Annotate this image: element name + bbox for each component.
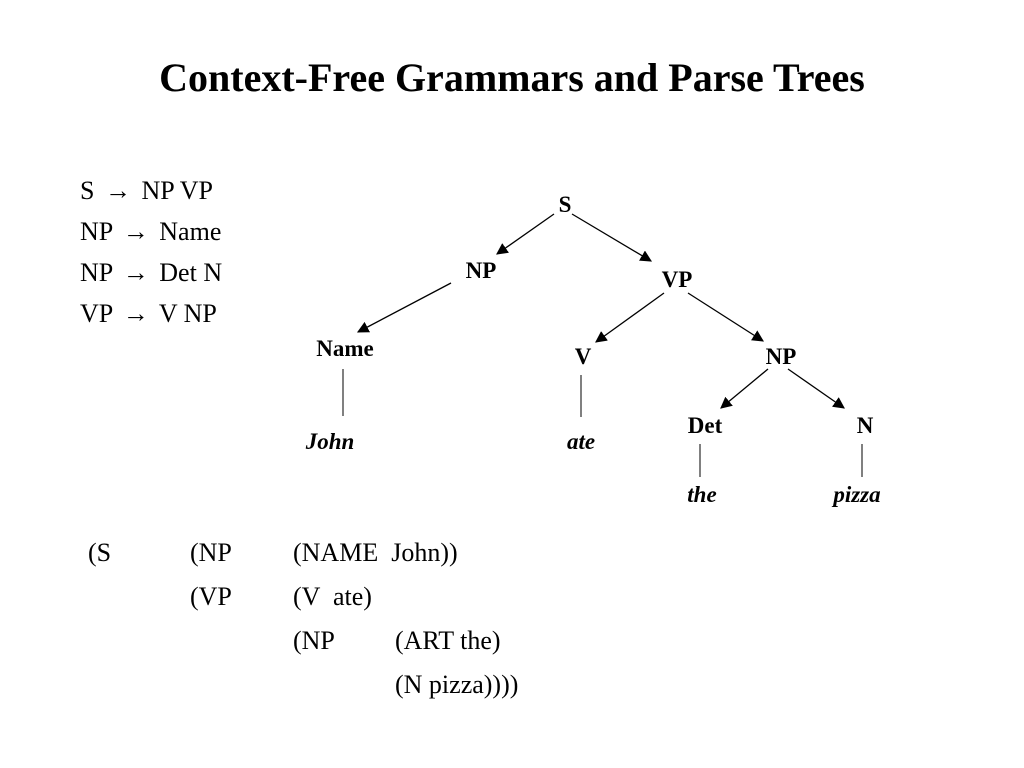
rule-line: S → NP VP xyxy=(80,170,222,211)
right-arrow-icon: → xyxy=(122,299,149,328)
tree-word-john: John xyxy=(305,429,355,454)
rule-lhs: VP xyxy=(80,299,113,328)
edge-np-n xyxy=(787,368,845,409)
rule-lhs: S xyxy=(80,176,95,205)
tree-node-vp: VP xyxy=(662,267,693,292)
edge-s-np xyxy=(496,213,555,255)
tree-node-n: N xyxy=(857,413,874,438)
tree-node-np: NP xyxy=(466,258,497,283)
rule-lhs: NP xyxy=(80,258,113,287)
tree-node-v: V xyxy=(575,344,592,369)
rule-lhs: NP xyxy=(80,217,113,246)
slide-title: Context-Free Grammars and Parse Trees xyxy=(159,55,865,100)
tree-word-pizza: pizza xyxy=(831,482,880,507)
bracket-segment: (NP xyxy=(190,538,232,567)
rule-rhs: NP VP xyxy=(141,176,214,205)
right-arrow-icon: → xyxy=(104,176,131,205)
bracket-segment: (S xyxy=(88,538,112,567)
bracket-segment: (N pizza)))) xyxy=(395,670,519,699)
rule-rhs: Name xyxy=(159,217,222,246)
tree-word-ate: ate xyxy=(567,429,595,454)
tree-node-name: Name xyxy=(316,336,373,361)
tree-node-np: NP xyxy=(766,344,797,369)
bracket-segment: (NP xyxy=(293,626,335,655)
right-arrow-icon: → xyxy=(122,217,149,246)
edge-np-det xyxy=(720,368,769,409)
bracket-segment: (VP xyxy=(190,582,232,611)
edge-s-vp xyxy=(571,213,653,262)
bracket-segment: (ART the) xyxy=(395,626,501,655)
right-arrow-icon: → xyxy=(122,258,149,287)
rule-line: VP → V NP xyxy=(80,293,222,334)
rule-line: NP → Det N xyxy=(80,252,222,293)
edge-np-name xyxy=(356,282,452,333)
edge-vp-np xyxy=(687,292,764,342)
rule-rhs: Det N xyxy=(159,258,223,287)
bracket-segment: (V ate) xyxy=(293,582,372,611)
tree-word-the: the xyxy=(687,482,716,507)
tree-node-s: S xyxy=(559,192,572,217)
grammar-rules: S → NP VP NP → Name NP → Det N VP → V NP xyxy=(80,170,222,334)
rule-line: NP → Name xyxy=(80,211,222,252)
edge-vp-v xyxy=(595,292,665,343)
tree-node-det: Det xyxy=(688,413,723,438)
rule-rhs: V NP xyxy=(158,299,217,328)
bracket-segment: (NAME John)) xyxy=(293,538,458,567)
